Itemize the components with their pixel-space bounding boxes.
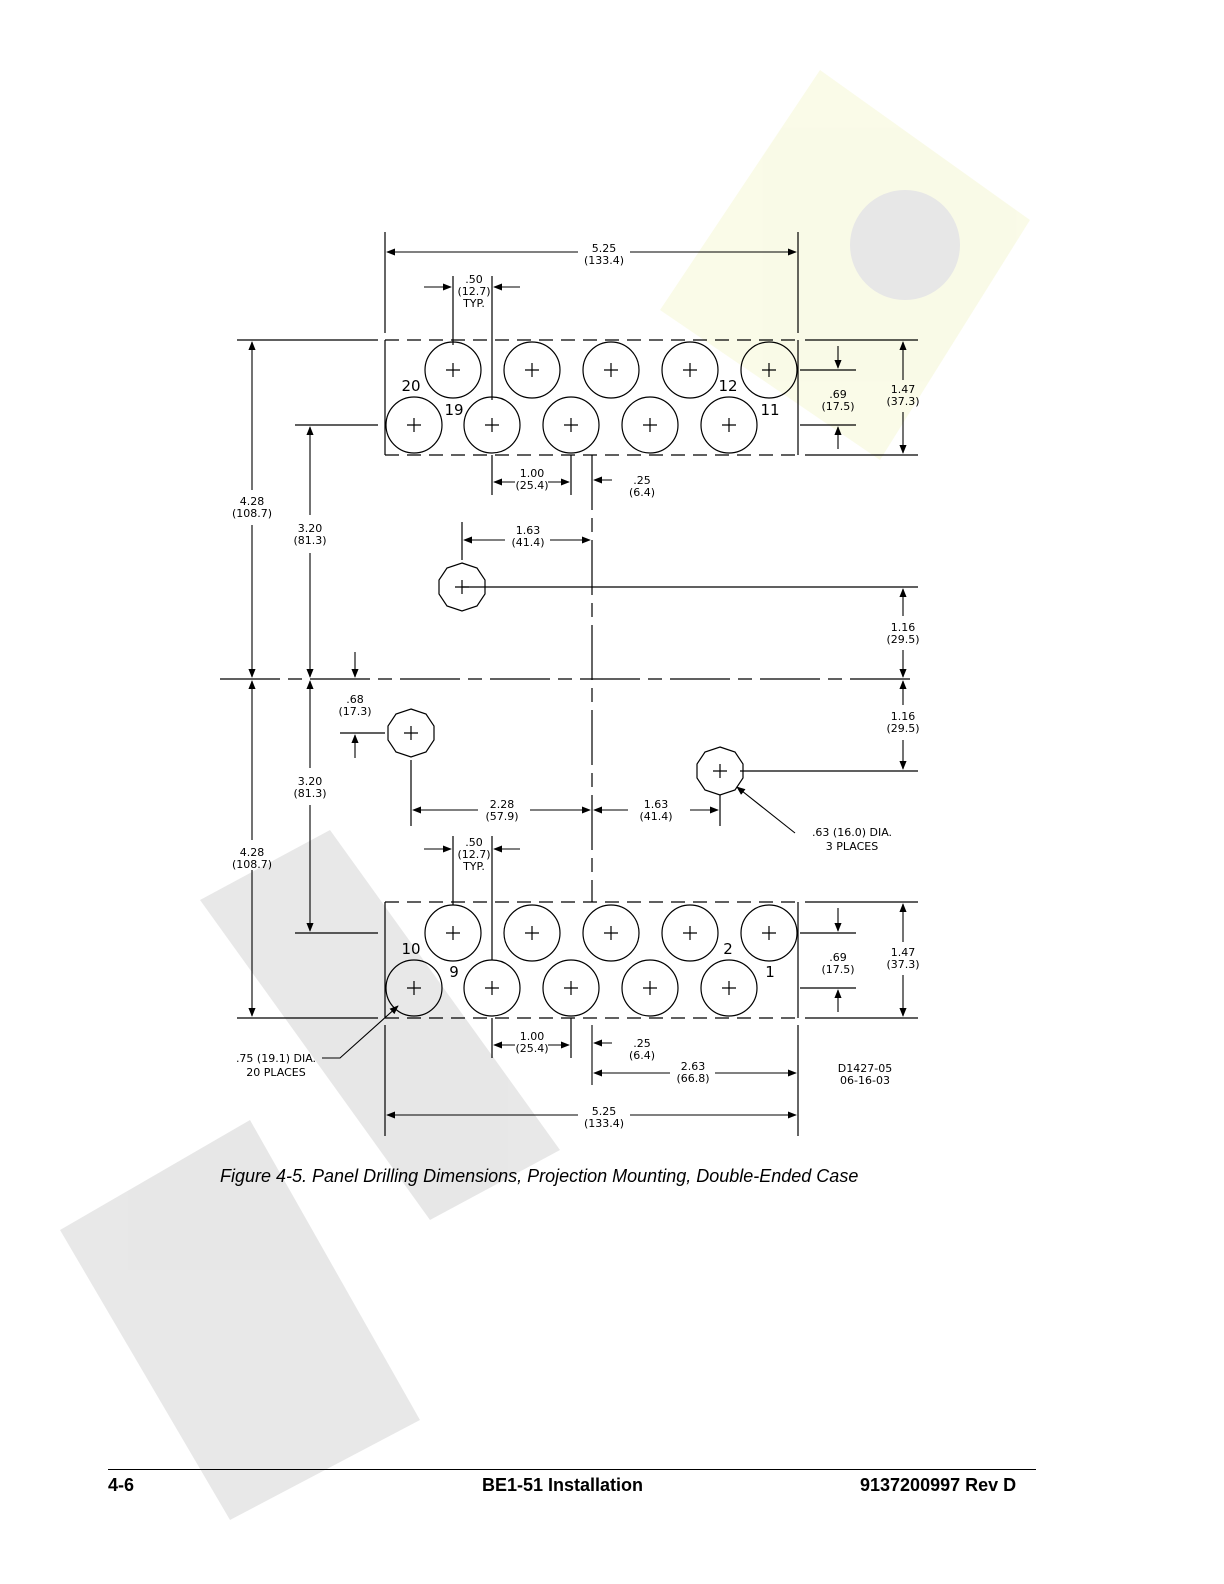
dim-left-outer-bottom: 4.28(108.7) [232, 846, 272, 871]
mounting-holes [387, 562, 744, 796]
pin-20: 20 [401, 377, 420, 395]
pin-10: 10 [401, 940, 420, 958]
dim-upper-hole-offset: 1.63(41.4) [511, 524, 544, 549]
bottom-terminal-holes [385, 904, 798, 1017]
note-large-holes: .75 (19.1) DIA.20 PLACES [236, 1052, 316, 1079]
dim-right-lower: 1.16(29.5) [886, 710, 919, 735]
footer-rule [108, 1469, 1036, 1470]
dim-left-inner-top: 3.20(81.3) [293, 522, 326, 547]
dim-bottom-pitch: 1.00(25.4) [515, 1030, 548, 1055]
dim-top-offset: .25(6.4) [629, 474, 655, 499]
pin-11: 11 [760, 401, 779, 419]
dim-top-width: 5.25(133.4) [584, 242, 624, 267]
bottom-connector-block [237, 836, 918, 1136]
dim-bottom-typ: .50(12.7)TYP. [457, 836, 490, 873]
dim-top-pitch: 1.00(25.4) [515, 467, 548, 492]
dim-top-row-spacing: .69(17.5) [821, 388, 854, 413]
dim-top-height: 1.47(37.3) [886, 383, 919, 408]
dimension-labels: 5.25(133.4) .50(12.7)TYP. .69(17.5) 1.47… [232, 242, 920, 1130]
pin-12: 12 [718, 377, 737, 395]
pin-19: 19 [444, 401, 463, 419]
dim-bottom-width: 5.25(133.4) [584, 1105, 624, 1130]
footer-page-number: 4-6 [108, 1475, 135, 1495]
figure-caption: Figure 4-5. Panel Drilling Dimensions, P… [220, 1166, 859, 1186]
dim-right-upper: 1.16(29.5) [886, 621, 919, 646]
dim-bottom-to-edge: 2.63(66.8) [676, 1060, 709, 1085]
footer-section-title: BE1-51 Installation [482, 1475, 644, 1495]
pin-9: 9 [449, 963, 459, 981]
dimension-lines [248, 248, 907, 1119]
dim-bottom-offset: .25(6.4) [629, 1037, 655, 1062]
pin-2: 2 [723, 940, 733, 958]
pin-numbers: 20 19 12 11 10 9 2 1 [401, 377, 779, 981]
note-small-holes: .63 (16.0) DIA.3 PLACES [812, 826, 892, 853]
dim-bottom-height: 1.47(37.3) [886, 946, 919, 971]
centerlines [220, 455, 918, 902]
dim-bottom-row-spacing: .69(17.5) [821, 951, 854, 976]
top-terminal-holes [385, 341, 798, 454]
watermark [60, 70, 1030, 1520]
pin-1: 1 [765, 963, 775, 981]
dim-left-inner-bottom: 3.20(81.3) [293, 775, 326, 800]
dim-bottom-span-right: 1.63(41.4) [639, 798, 672, 823]
dim-bottom-span-left: 2.28(57.9) [485, 798, 518, 823]
footer-document-number: 9137200997 Rev D [860, 1475, 1017, 1495]
dim-top-typ: .50(12.7)TYP. [457, 273, 490, 310]
dim-left-outer-top: 4.28(108.7) [232, 495, 272, 520]
dim-left-hole-offset: .68(17.3) [338, 693, 371, 718]
